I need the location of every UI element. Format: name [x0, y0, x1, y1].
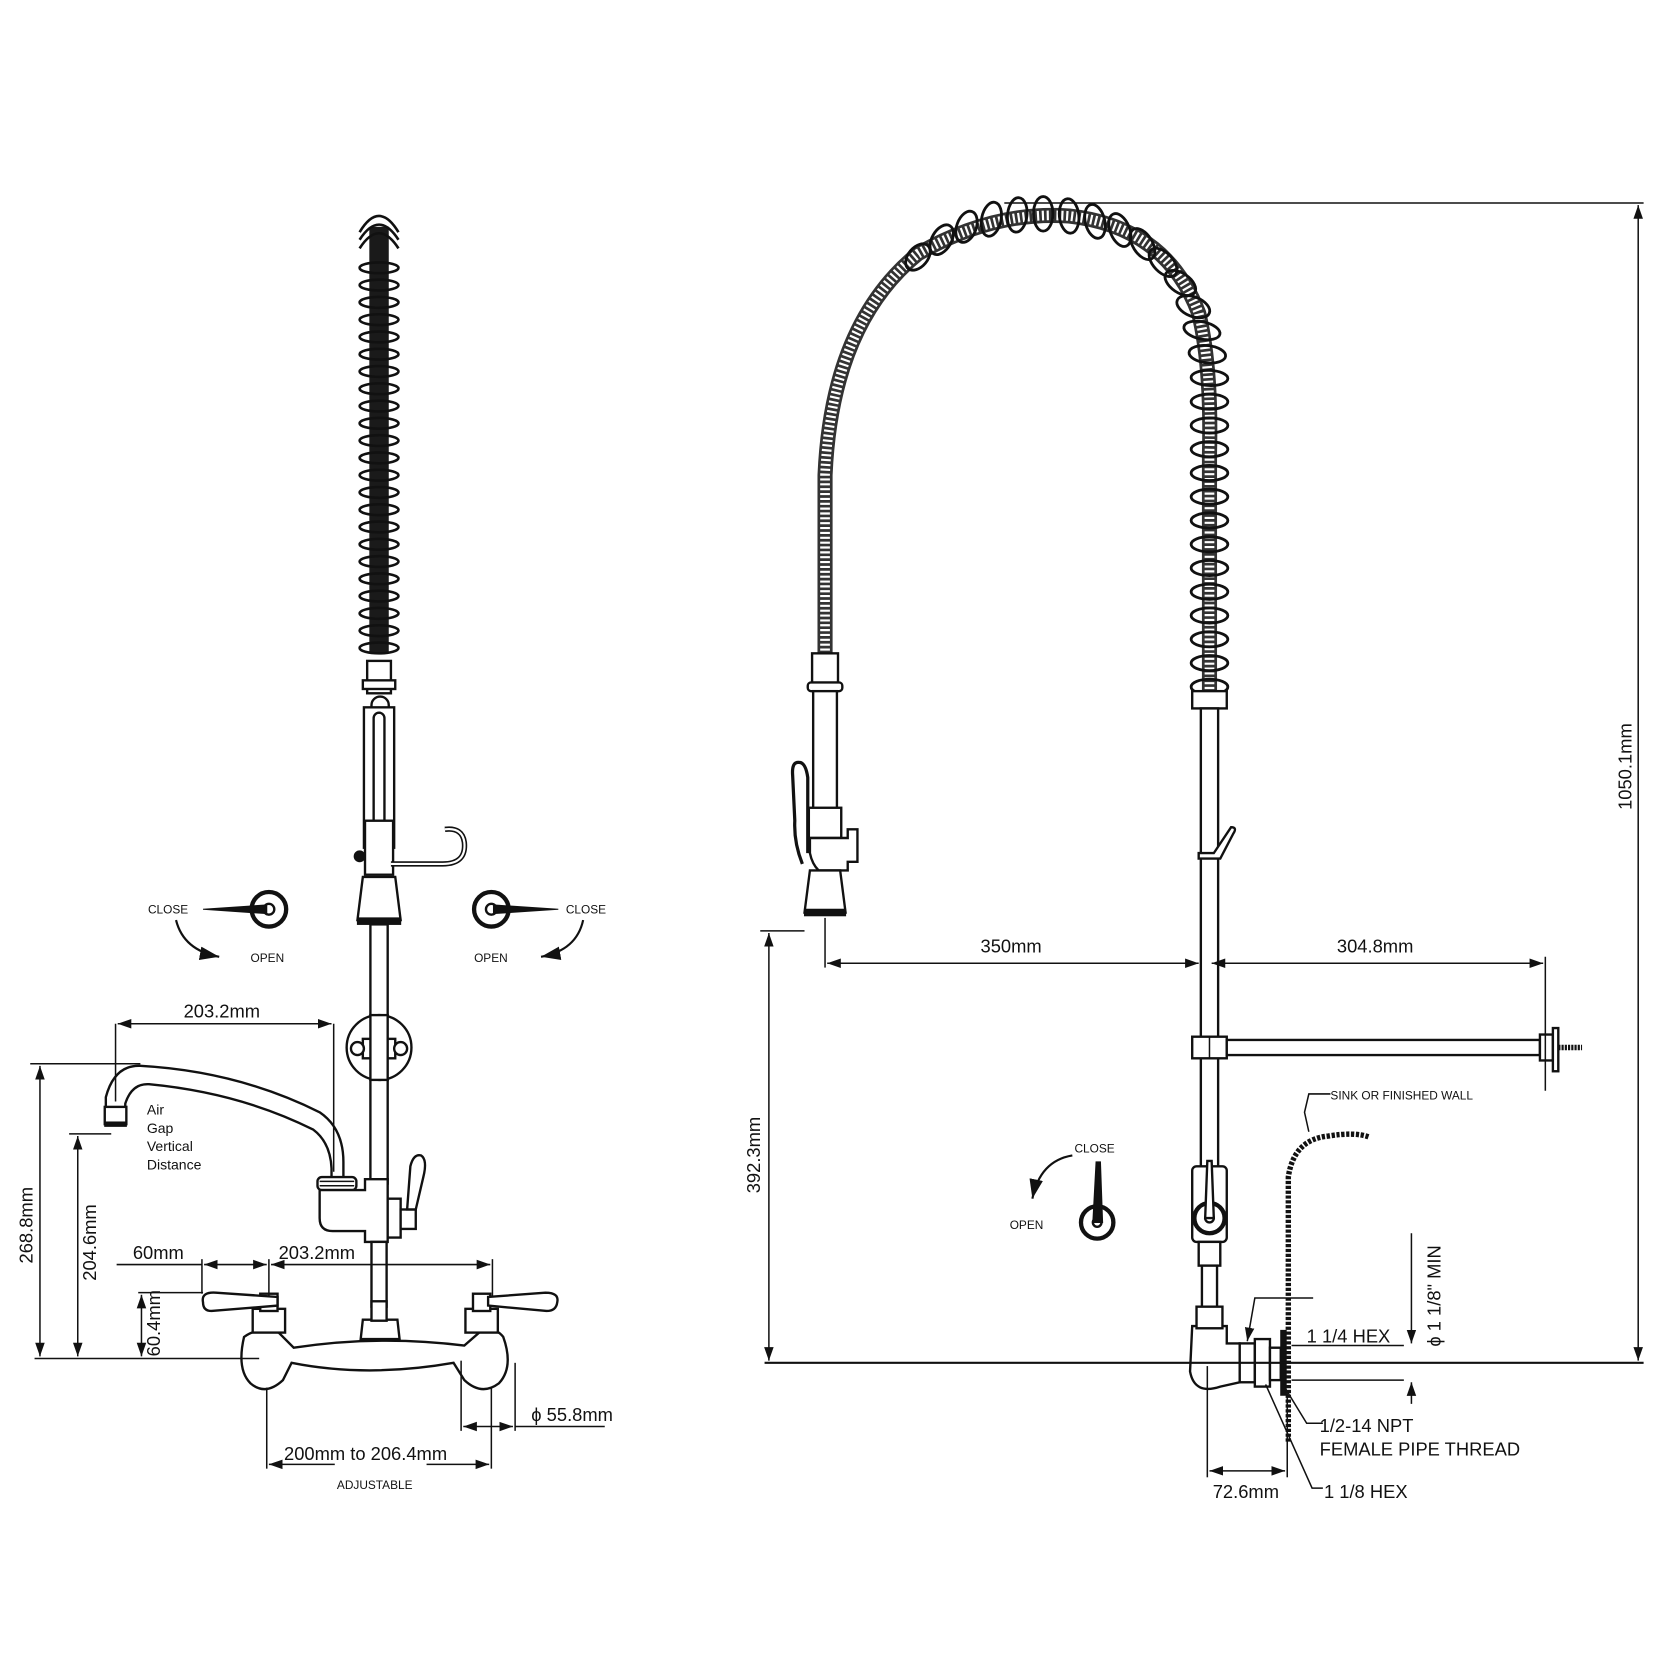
air-gap-height-dimension: 204.6mm: [79, 1204, 100, 1280]
sink-wall-label: SINK OR FINISHED WALL: [1330, 1088, 1473, 1102]
spray-reach-dimension: 350mm: [981, 935, 1042, 956]
hole-diameter-dimension: ϕ 1 1/8" MIN: [1424, 1245, 1445, 1346]
side-dimensions: 1050.1mm 392.3mm 350mm 304.8mm ϕ 1 1/8" …: [743, 202, 1644, 1502]
sink-wall-profile: SINK OR FINISHED WALL: [1285, 1088, 1473, 1442]
wall-offset-dimension: 72.6mm: [1213, 1481, 1279, 1502]
left-handle-rotation-icon: CLOSE OPEN: [148, 889, 289, 965]
front-spring-coil: [358, 214, 400, 655]
handle-centers-dimension: 203.2mm: [279, 1242, 355, 1263]
left-handle-open-label: OPEN: [251, 951, 285, 965]
overall-height-dimension: 1050.1mm: [1615, 723, 1636, 810]
air-gap-label-2: Gap: [147, 1120, 174, 1136]
side-view: SINK OR FINISHED WALL CLOSE OPEN 1050.1m…: [743, 195, 1644, 1502]
side-valve-open-label: OPEN: [1010, 1218, 1044, 1232]
air-gap-label-3: Vertical: [147, 1138, 193, 1154]
side-valve-close-label: CLOSE: [1074, 1141, 1114, 1155]
front-wall-bracket: [345, 1013, 413, 1082]
lower-hex-label: 1 1/8 HEX: [1324, 1481, 1408, 1502]
side-riser: [1188, 707, 1583, 1396]
handle-height-dimension: 60.4mm: [143, 1290, 164, 1356]
side-hose-and-spring: [817, 195, 1230, 710]
front-spray-assembly: [353, 659, 468, 1185]
spout-reach-dimension: 203.2mm: [184, 1000, 260, 1021]
inlet-centers-dimension: 200mm to 206.4mm: [284, 1443, 447, 1464]
upper-hex-label: 1 1/4 HEX: [1307, 1325, 1391, 1346]
air-gap-label-1: Air: [147, 1101, 164, 1117]
right-handle-rotation-icon: CLOSE OPEN: [471, 889, 606, 965]
spray-head-height-dimension: 392.3mm: [743, 1117, 764, 1193]
thread-label-line2: FEMALE PIPE THREAD: [1320, 1439, 1520, 1460]
front-view: CLOSE OPEN CLOSE OPEN 203.2mm Air Gap Ve…: [15, 214, 613, 1492]
front-faucet-body: [201, 1291, 559, 1391]
adjustable-note: ADJUSTABLE: [337, 1478, 413, 1492]
side-spray-head: [790, 652, 859, 917]
front-spout: [103, 1064, 427, 1308]
left-handle-close-label: CLOSE: [148, 903, 188, 917]
thread-label-line1: 1/2-14 NPT: [1320, 1415, 1414, 1436]
handle-offset-dimension: 60mm: [133, 1242, 184, 1263]
air-gap-label-4: Distance: [147, 1157, 202, 1173]
bracket-projection-dimension: 304.8mm: [1337, 935, 1413, 956]
side-valve-rotation-icon: CLOSE OPEN: [1010, 1141, 1116, 1241]
right-handle-close-label: CLOSE: [566, 903, 606, 917]
front-dimensions: 203.2mm Air Gap Vertical Distance 268.8m…: [15, 1000, 613, 1492]
spout-height-dimension: 268.8mm: [15, 1187, 36, 1263]
right-handle-open-label: OPEN: [474, 951, 508, 965]
flange-diameter-dimension: ϕ 55.8mm: [531, 1404, 613, 1425]
